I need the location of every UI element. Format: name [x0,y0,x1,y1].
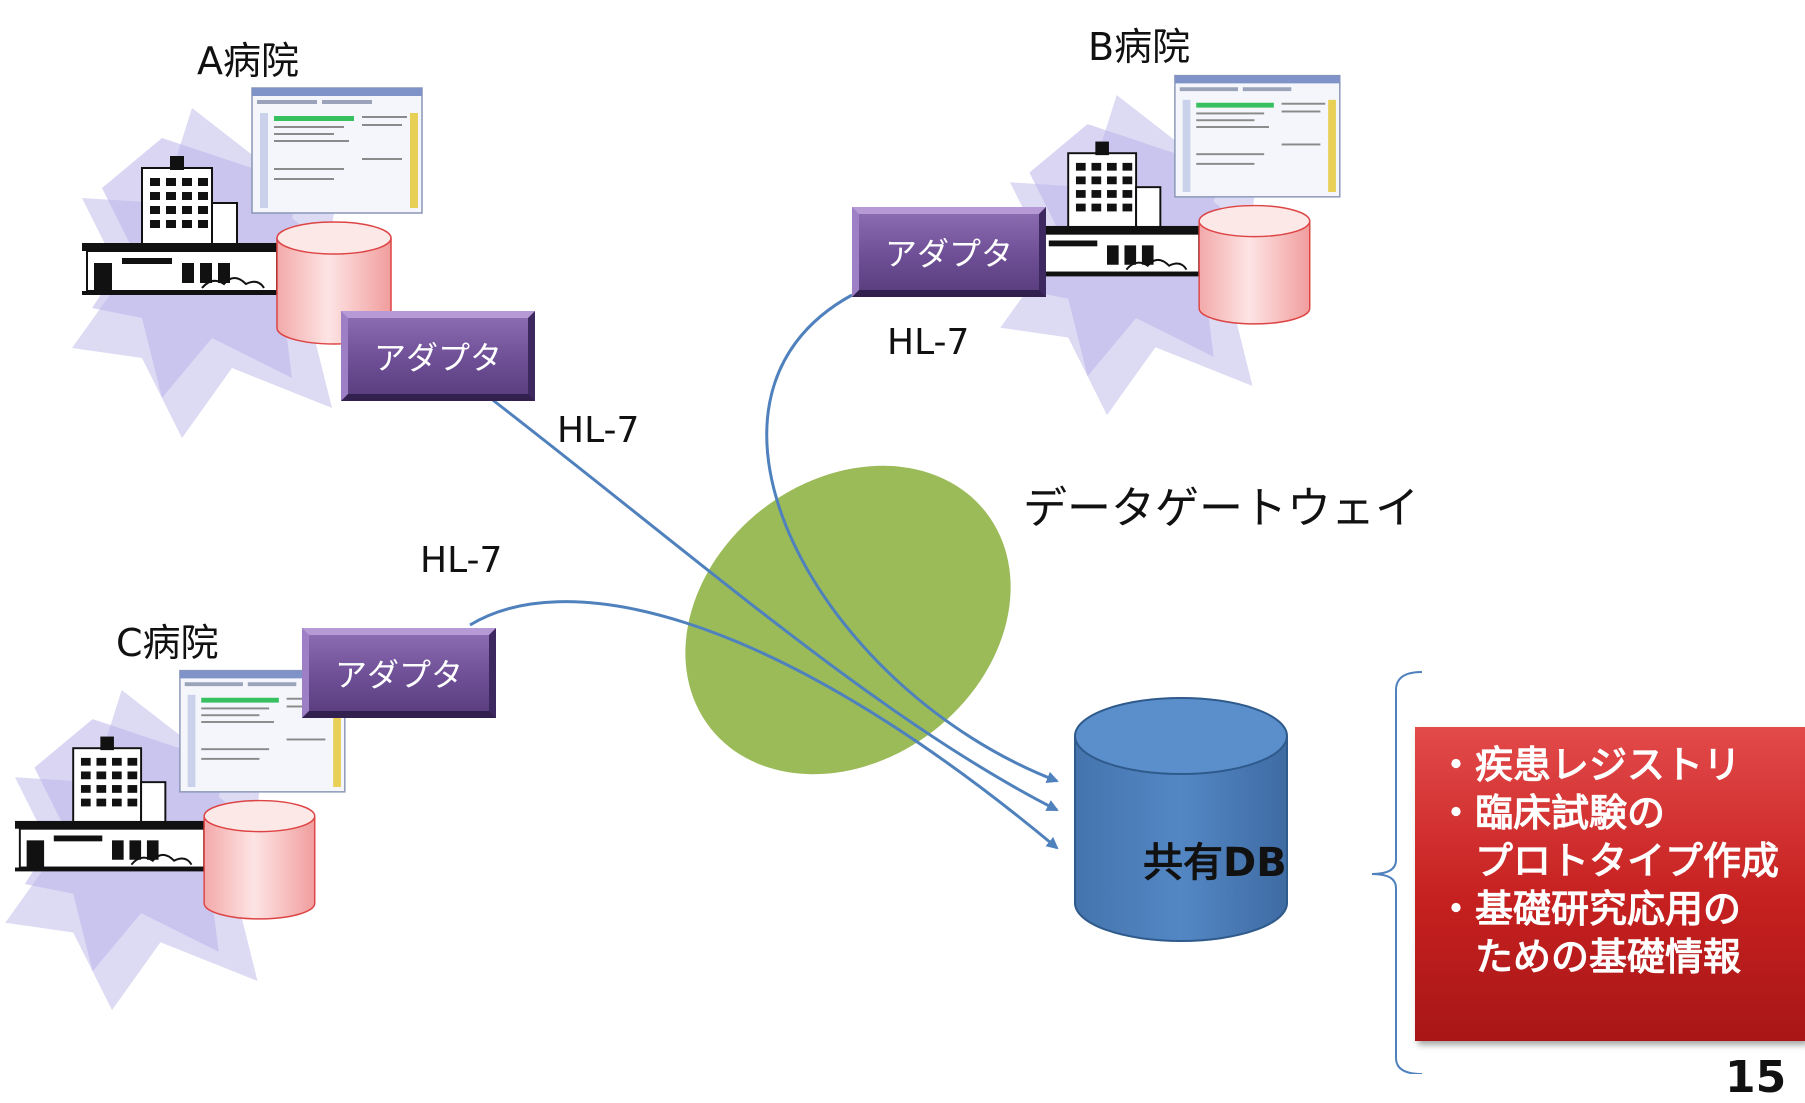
diagram: A病院 B病院 C病院 アダプタ アダプタ アダプタ HL-7 HL-7 HL-… [4,25,1805,1103]
page-number: 15 [1725,1052,1787,1103]
use-item-clinical-trial: ・臨床試験の [1437,791,1666,835]
use-item-basic-research-cont: ための基礎情報 [1475,935,1742,979]
data-gateway-label: データゲートウェイ [1023,483,1419,534]
shared-db-label: 共有DB [1143,840,1287,886]
shared-db-cylinder [1074,697,1288,942]
adapter-a: アダプタ [341,311,535,401]
data-gateway-ellipse [685,465,1011,775]
connection-a-to-db [484,392,1059,812]
uses-brace [1371,671,1423,1074]
connection-c-to-db [469,600,1059,850]
hospital-c-label: C病院 [116,621,219,665]
uses-box: ・疾患レジストリ ・臨床試験の プロトタイプ作成 ・基礎研究応用の ための基礎情… [1415,727,1805,1041]
adapter-c: アダプタ [302,628,496,718]
use-item-basic-research: ・基礎研究応用の [1437,887,1742,931]
diagram-canvas [4,74,1423,1074]
use-item-clinical-trial-cont: プロトタイプ作成 [1475,839,1780,883]
hl7-label-b: HL-7 [887,322,970,363]
hospital-b-label: B病院 [1088,25,1191,69]
hl7-label-a: HL-7 [557,410,640,451]
adapter-b: アダプタ [852,207,1046,297]
connection-b-to-db [765,293,1059,784]
hospital-a-label: A病院 [197,39,299,83]
hospital-b-illustration [999,74,1341,417]
use-item-disease-registry: ・疾患レジストリ [1437,743,1742,787]
hospital-c-illustration [4,669,346,1012]
hl7-label-c: HL-7 [420,540,503,581]
